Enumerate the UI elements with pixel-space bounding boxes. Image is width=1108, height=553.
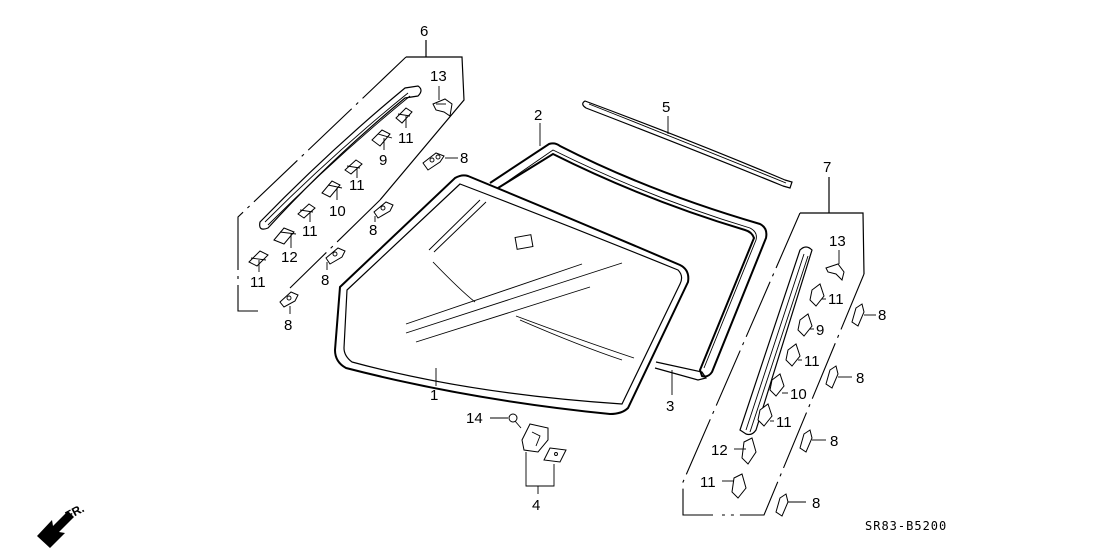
clip-11[interactable] bbox=[731, 473, 747, 499]
callout-13[interactable]: 13 bbox=[430, 68, 447, 85]
callout-9[interactable]: 9 bbox=[379, 152, 387, 169]
callout-12[interactable]: 12 bbox=[281, 249, 298, 266]
callout-2[interactable]: 2 bbox=[534, 107, 542, 124]
clip-11[interactable] bbox=[757, 403, 773, 427]
fastener-8[interactable] bbox=[825, 365, 839, 389]
clip-9[interactable] bbox=[797, 313, 813, 337]
front-direction-indicator: FR. bbox=[37, 501, 86, 548]
fastener-8[interactable] bbox=[422, 152, 445, 171]
fastener-8[interactable] bbox=[799, 429, 813, 453]
callout-8[interactable]: 8 bbox=[284, 317, 292, 334]
left-molding-group: 6 13 11 9 bbox=[237, 23, 468, 334]
right-side-molding[interactable] bbox=[739, 246, 813, 436]
fastener-8[interactable] bbox=[373, 201, 394, 219]
clip-11[interactable] bbox=[785, 343, 801, 367]
callout-3[interactable]: 3 bbox=[666, 398, 674, 415]
callout-10[interactable]: 10 bbox=[329, 203, 346, 220]
callout-1[interactable]: 1 bbox=[430, 387, 438, 404]
callout-8[interactable]: 8 bbox=[812, 495, 820, 512]
fastener-8[interactable] bbox=[775, 493, 789, 517]
callout-8[interactable]: 8 bbox=[369, 222, 377, 239]
diagram-code: SR83-B5200 bbox=[865, 519, 947, 533]
fastener-8[interactable] bbox=[325, 247, 346, 265]
end-clip-13[interactable] bbox=[432, 98, 453, 117]
callout-8[interactable]: 8 bbox=[830, 433, 838, 450]
callout-8[interactable]: 8 bbox=[321, 272, 329, 289]
mirror-mount-icon bbox=[514, 234, 534, 250]
fastener-8[interactable] bbox=[279, 291, 299, 308]
callout-12[interactable]: 12 bbox=[711, 442, 728, 459]
clip-12[interactable] bbox=[273, 227, 297, 245]
callout-8[interactable]: 8 bbox=[878, 307, 886, 324]
callout-4[interactable]: 4 bbox=[532, 497, 540, 514]
callout-leader-4 bbox=[525, 452, 555, 487]
callout-11[interactable]: 11 bbox=[250, 274, 266, 291]
callout-10[interactable]: 10 bbox=[790, 386, 807, 403]
callout-7[interactable]: 7 bbox=[823, 159, 831, 176]
callout-9[interactable]: 9 bbox=[816, 322, 824, 339]
clip-11[interactable] bbox=[809, 283, 825, 307]
callout-11[interactable]: 11 bbox=[828, 291, 844, 308]
group-bracket-left-side bbox=[237, 56, 407, 312]
group-bracket-right-top bbox=[800, 212, 865, 275]
callout-6[interactable]: 6 bbox=[420, 23, 428, 40]
clip-11[interactable] bbox=[297, 203, 316, 219]
clip-9[interactable] bbox=[371, 129, 393, 147]
bracket-clip[interactable] bbox=[543, 447, 567, 463]
clip-11[interactable] bbox=[395, 107, 413, 124]
end-clip-13[interactable] bbox=[825, 263, 845, 281]
windshield-glass[interactable] bbox=[333, 174, 690, 416]
front-arrow-icon bbox=[37, 511, 74, 548]
callout-11[interactable]: 11 bbox=[349, 177, 365, 194]
fastener-8[interactable] bbox=[851, 303, 865, 327]
bracket-clip[interactable] bbox=[521, 423, 549, 453]
clip-10[interactable] bbox=[769, 373, 785, 397]
clip-12[interactable] bbox=[741, 437, 757, 465]
group-bracket-right-side bbox=[682, 212, 801, 516]
callout-11[interactable]: 11 bbox=[302, 223, 318, 240]
callout-11[interactable]: 11 bbox=[398, 130, 414, 147]
callout-5[interactable]: 5 bbox=[662, 99, 670, 116]
lower-side-spacer[interactable] bbox=[654, 361, 707, 381]
screw-14[interactable] bbox=[508, 413, 522, 429]
clip-11[interactable] bbox=[344, 159, 363, 175]
callout-14[interactable]: 14 bbox=[466, 410, 483, 427]
callout-8[interactable]: 8 bbox=[856, 370, 864, 387]
group-bracket-right-divider bbox=[722, 273, 865, 516]
upper-molding[interactable] bbox=[582, 100, 793, 189]
right-molding-group: 7 13 11 9 11 10 11 12 bbox=[682, 159, 886, 517]
callout-11[interactable]: 11 bbox=[804, 353, 820, 370]
clip-10[interactable] bbox=[321, 180, 343, 198]
callout-8[interactable]: 8 bbox=[460, 150, 468, 167]
clip-11[interactable] bbox=[248, 250, 269, 267]
group-bracket-left-divider bbox=[289, 199, 381, 289]
left-side-molding[interactable] bbox=[259, 85, 422, 230]
callout-11[interactable]: 11 bbox=[776, 414, 792, 431]
callout-13[interactable]: 13 bbox=[829, 233, 846, 250]
group-bracket-left-top bbox=[379, 56, 465, 201]
callout-11[interactable]: 11 bbox=[700, 474, 716, 491]
windshield-dam-rubber[interactable] bbox=[489, 142, 768, 378]
